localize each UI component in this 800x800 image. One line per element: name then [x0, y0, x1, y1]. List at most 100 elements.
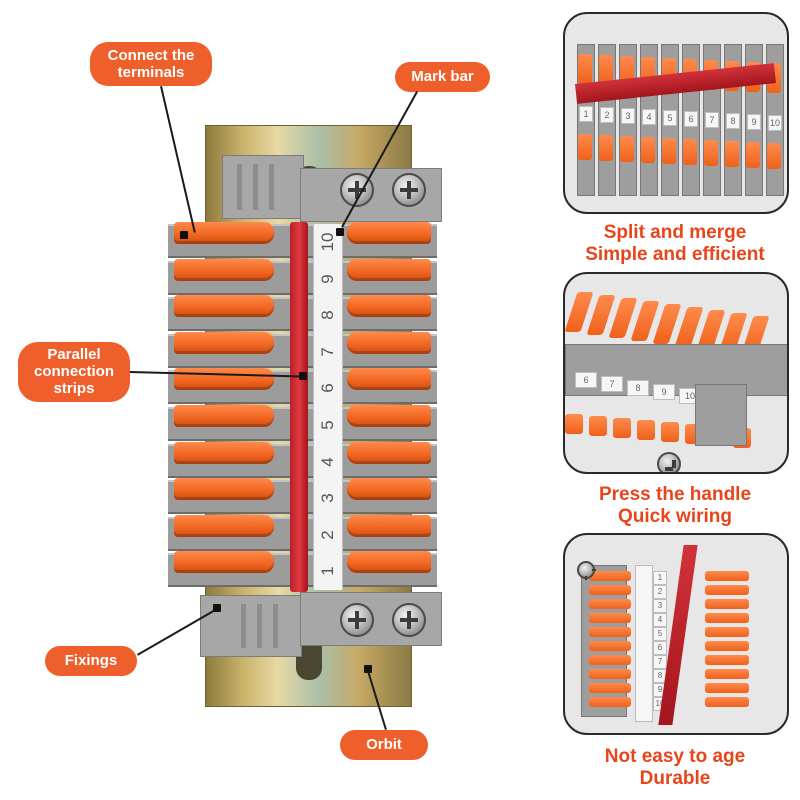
- mark-label: 1: [653, 571, 667, 585]
- caption-split-merge: Split and merge Simple and efficient: [585, 222, 765, 265]
- lever-handle: [599, 135, 613, 161]
- lever-handle: [589, 669, 631, 679]
- mark-label: 7: [653, 655, 667, 669]
- mark-label: 6: [653, 641, 667, 655]
- callout-dot: [180, 231, 188, 239]
- lever-handle: [705, 599, 749, 609]
- lever-handle: [589, 571, 631, 581]
- lever-handle: [174, 258, 274, 281]
- lever-handle: [347, 331, 431, 354]
- lever-handle: [347, 514, 431, 537]
- lever-handle: [705, 655, 749, 665]
- lever-handle: [347, 258, 431, 281]
- lever-handle: [620, 136, 634, 162]
- lever-handle: [705, 627, 749, 637]
- mark-label: 4: [653, 613, 667, 627]
- lever-handle: [683, 139, 697, 165]
- lever-handle: [613, 418, 631, 438]
- callout-dot: [364, 665, 372, 673]
- mark-label: 7: [705, 112, 719, 128]
- lever-handle: [705, 683, 749, 693]
- lever-handle: [637, 420, 655, 440]
- lever-handle: [347, 222, 431, 244]
- callout-parallel-strips: Parallel connection strips: [18, 342, 130, 402]
- mark-number: 3: [318, 493, 337, 503]
- lever-handle: [705, 585, 749, 595]
- mark-number: 5: [318, 420, 337, 430]
- lever-handle: [589, 627, 631, 637]
- lever-handle: [565, 414, 583, 434]
- lever-handle: [174, 441, 274, 464]
- mark-label: 8: [653, 669, 667, 683]
- mark-label: 6: [684, 111, 698, 127]
- mark-number: 6: [318, 383, 337, 394]
- top-end-stop: [222, 155, 304, 219]
- lever-handle: [347, 478, 431, 501]
- callout-orbit: Orbit: [340, 730, 428, 760]
- terminal-housing: [565, 344, 787, 396]
- screw-icon: [577, 561, 596, 580]
- lever-handle: [174, 222, 274, 244]
- mark-label: 9: [653, 384, 675, 400]
- mark-label: 9: [747, 114, 761, 130]
- mark-label: 6: [575, 372, 597, 388]
- lever-handle: [589, 416, 607, 436]
- mark-strip: [635, 565, 653, 722]
- callout-fixings: Fixings: [45, 646, 137, 676]
- callout-dot: [299, 372, 307, 380]
- lever-handle: [589, 655, 631, 665]
- lever-handle: [347, 551, 431, 574]
- lever-handle: [599, 55, 613, 85]
- mark-label: 7: [601, 376, 623, 392]
- mark-number: 9: [318, 273, 337, 284]
- lever-handle: [347, 368, 431, 391]
- lever-handle: [705, 613, 749, 623]
- screw-icon: [392, 173, 426, 207]
- lever-handle: [174, 478, 274, 501]
- lever-handle: [705, 571, 749, 581]
- mark-number: 8: [318, 310, 337, 320]
- callout-mark-bar: Mark bar: [395, 62, 490, 92]
- lever-handle: [641, 137, 655, 163]
- lever-handle: [174, 295, 274, 318]
- lever-handle: [578, 134, 592, 160]
- lever-handle: [705, 669, 749, 679]
- mark-label: 10: [768, 115, 782, 131]
- lever-handle: [746, 142, 760, 168]
- mark-label: 5: [653, 627, 667, 641]
- mark-label: 3: [621, 108, 635, 124]
- lever-handle: [174, 331, 274, 354]
- lever-handle: [705, 697, 749, 707]
- mark-label: 2: [600, 107, 614, 123]
- leader-line: [160, 86, 196, 233]
- lever-handle: [174, 551, 274, 574]
- end-stop: [695, 384, 747, 446]
- mark-label: 8: [627, 380, 649, 396]
- lever-handle: [578, 54, 592, 84]
- lever-handle: [347, 441, 431, 464]
- callout-dot: [336, 228, 344, 236]
- mark-number: 1: [318, 566, 337, 577]
- lever-handle: [767, 143, 781, 169]
- screw-icon: [392, 603, 426, 637]
- mark-label: 1: [579, 106, 593, 122]
- callout-connect-terminals: Connect the terminals: [90, 42, 212, 86]
- mark-label: 5: [663, 110, 677, 126]
- mark-label: 3: [653, 599, 667, 613]
- mark-label: 4: [642, 109, 656, 125]
- lever-handle: [174, 514, 274, 537]
- mark-number: 4: [318, 456, 337, 467]
- callout-dot: [213, 604, 221, 612]
- lever-handle: [725, 141, 739, 167]
- lever-handle: [589, 683, 631, 693]
- caption-press-handle: Press the handle Quick wiring: [598, 484, 752, 527]
- lever-handle: [662, 138, 676, 164]
- mark-label: 2: [653, 585, 667, 599]
- lever-handle: [347, 295, 431, 318]
- lever-handle: [589, 697, 631, 707]
- parallel-connection-strip: [290, 222, 308, 592]
- mark-number: 7: [318, 347, 337, 357]
